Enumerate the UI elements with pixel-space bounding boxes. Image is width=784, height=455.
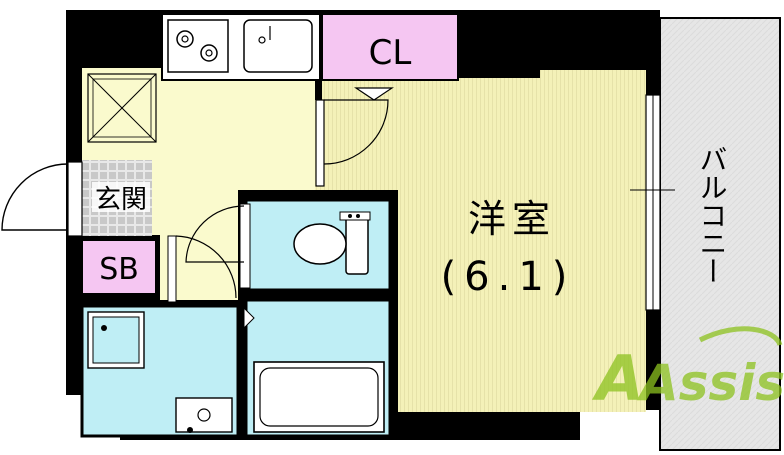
closet-door-marker [354, 87, 394, 101]
room-door-swing [323, 99, 389, 165]
western-room-size: (6.1) [441, 254, 576, 300]
watermark-text: Assist [636, 354, 784, 412]
kitchen-sink [243, 19, 313, 73]
wash-basin [175, 397, 233, 433]
entry-door-swing [1, 163, 69, 231]
washroom-door-swing [175, 235, 237, 299]
toilet-door-swing [185, 205, 245, 263]
burner-1-icon [176, 30, 194, 48]
balcony-label: バルコニー [696, 145, 729, 285]
shoe-box-label: SB [99, 252, 139, 287]
western-room-floor [315, 70, 646, 412]
closet-label: CL [369, 33, 412, 73]
entrance-label: 玄関 [95, 185, 147, 215]
toilet-tank [345, 213, 369, 275]
toilet-bowl-icon [293, 223, 347, 265]
closet [321, 13, 459, 81]
svg-text:A: A [591, 342, 644, 415]
balcony [659, 17, 781, 451]
washer-drain-icon [101, 325, 107, 331]
watermark-logo: A Assist [591, 326, 784, 415]
stove [167, 19, 229, 73]
burner-2-icon [200, 44, 218, 62]
shoe-box [81, 239, 157, 295]
western-room-label: 洋室 [468, 197, 556, 241]
